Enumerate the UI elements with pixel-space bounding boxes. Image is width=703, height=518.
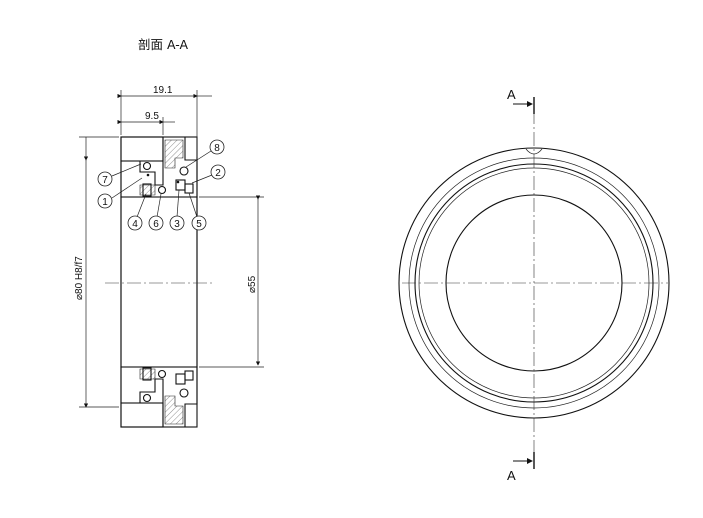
svg-text:9.5: 9.5 — [145, 111, 159, 122]
dimension-9-5: 9.5 — [117, 111, 175, 135]
section-arrow-bottom: A — [507, 452, 535, 483]
svg-text:5: 5 — [196, 219, 202, 230]
svg-text:⌀55: ⌀55 — [247, 275, 258, 293]
dimension-19-1: 19.1 — [117, 85, 212, 157]
svg-text:⌀80 H8/f7: ⌀80 H8/f7 — [74, 256, 85, 300]
callout-7: 7 — [97, 163, 142, 187]
svg-text:4: 4 — [132, 219, 138, 230]
svg-text:1: 1 — [102, 197, 108, 208]
callout-6: 6 — [148, 193, 164, 231]
callout-1: 1 — [97, 177, 143, 209]
svg-text:3: 3 — [174, 219, 180, 230]
bearing-outline — [120, 136, 198, 428]
callout-5: 5 — [188, 192, 207, 231]
svg-text:A: A — [507, 87, 516, 102]
dimension-outer-diameter: ⌀80 H8/f7 — [74, 136, 119, 408]
svg-text:7: 7 — [102, 175, 108, 186]
dimension-inner-diameter: ⌀55 — [199, 195, 264, 368]
section-title: 剖面 A-A — [138, 37, 188, 52]
callout-4: 4 — [127, 193, 147, 231]
svg-text:8: 8 — [214, 143, 220, 154]
svg-text:A: A — [507, 468, 516, 483]
callout-3: 3 — [169, 189, 185, 231]
lower-bearing-assembly — [120, 366, 198, 428]
svg-text:19.1: 19.1 — [153, 85, 173, 96]
callout-8: 8 — [185, 139, 225, 168]
section-view: 19.1 9.5 ⌀80 H8/f7 ⌀55 7 — [74, 85, 264, 428]
section-arrow-top: A — [507, 87, 535, 114]
svg-text:2: 2 — [215, 168, 221, 179]
callout-2: 2 — [191, 164, 226, 184]
svg-text:6: 6 — [153, 219, 159, 230]
upper-bearing-assembly — [120, 136, 198, 198]
front-view: A A — [398, 87, 670, 483]
